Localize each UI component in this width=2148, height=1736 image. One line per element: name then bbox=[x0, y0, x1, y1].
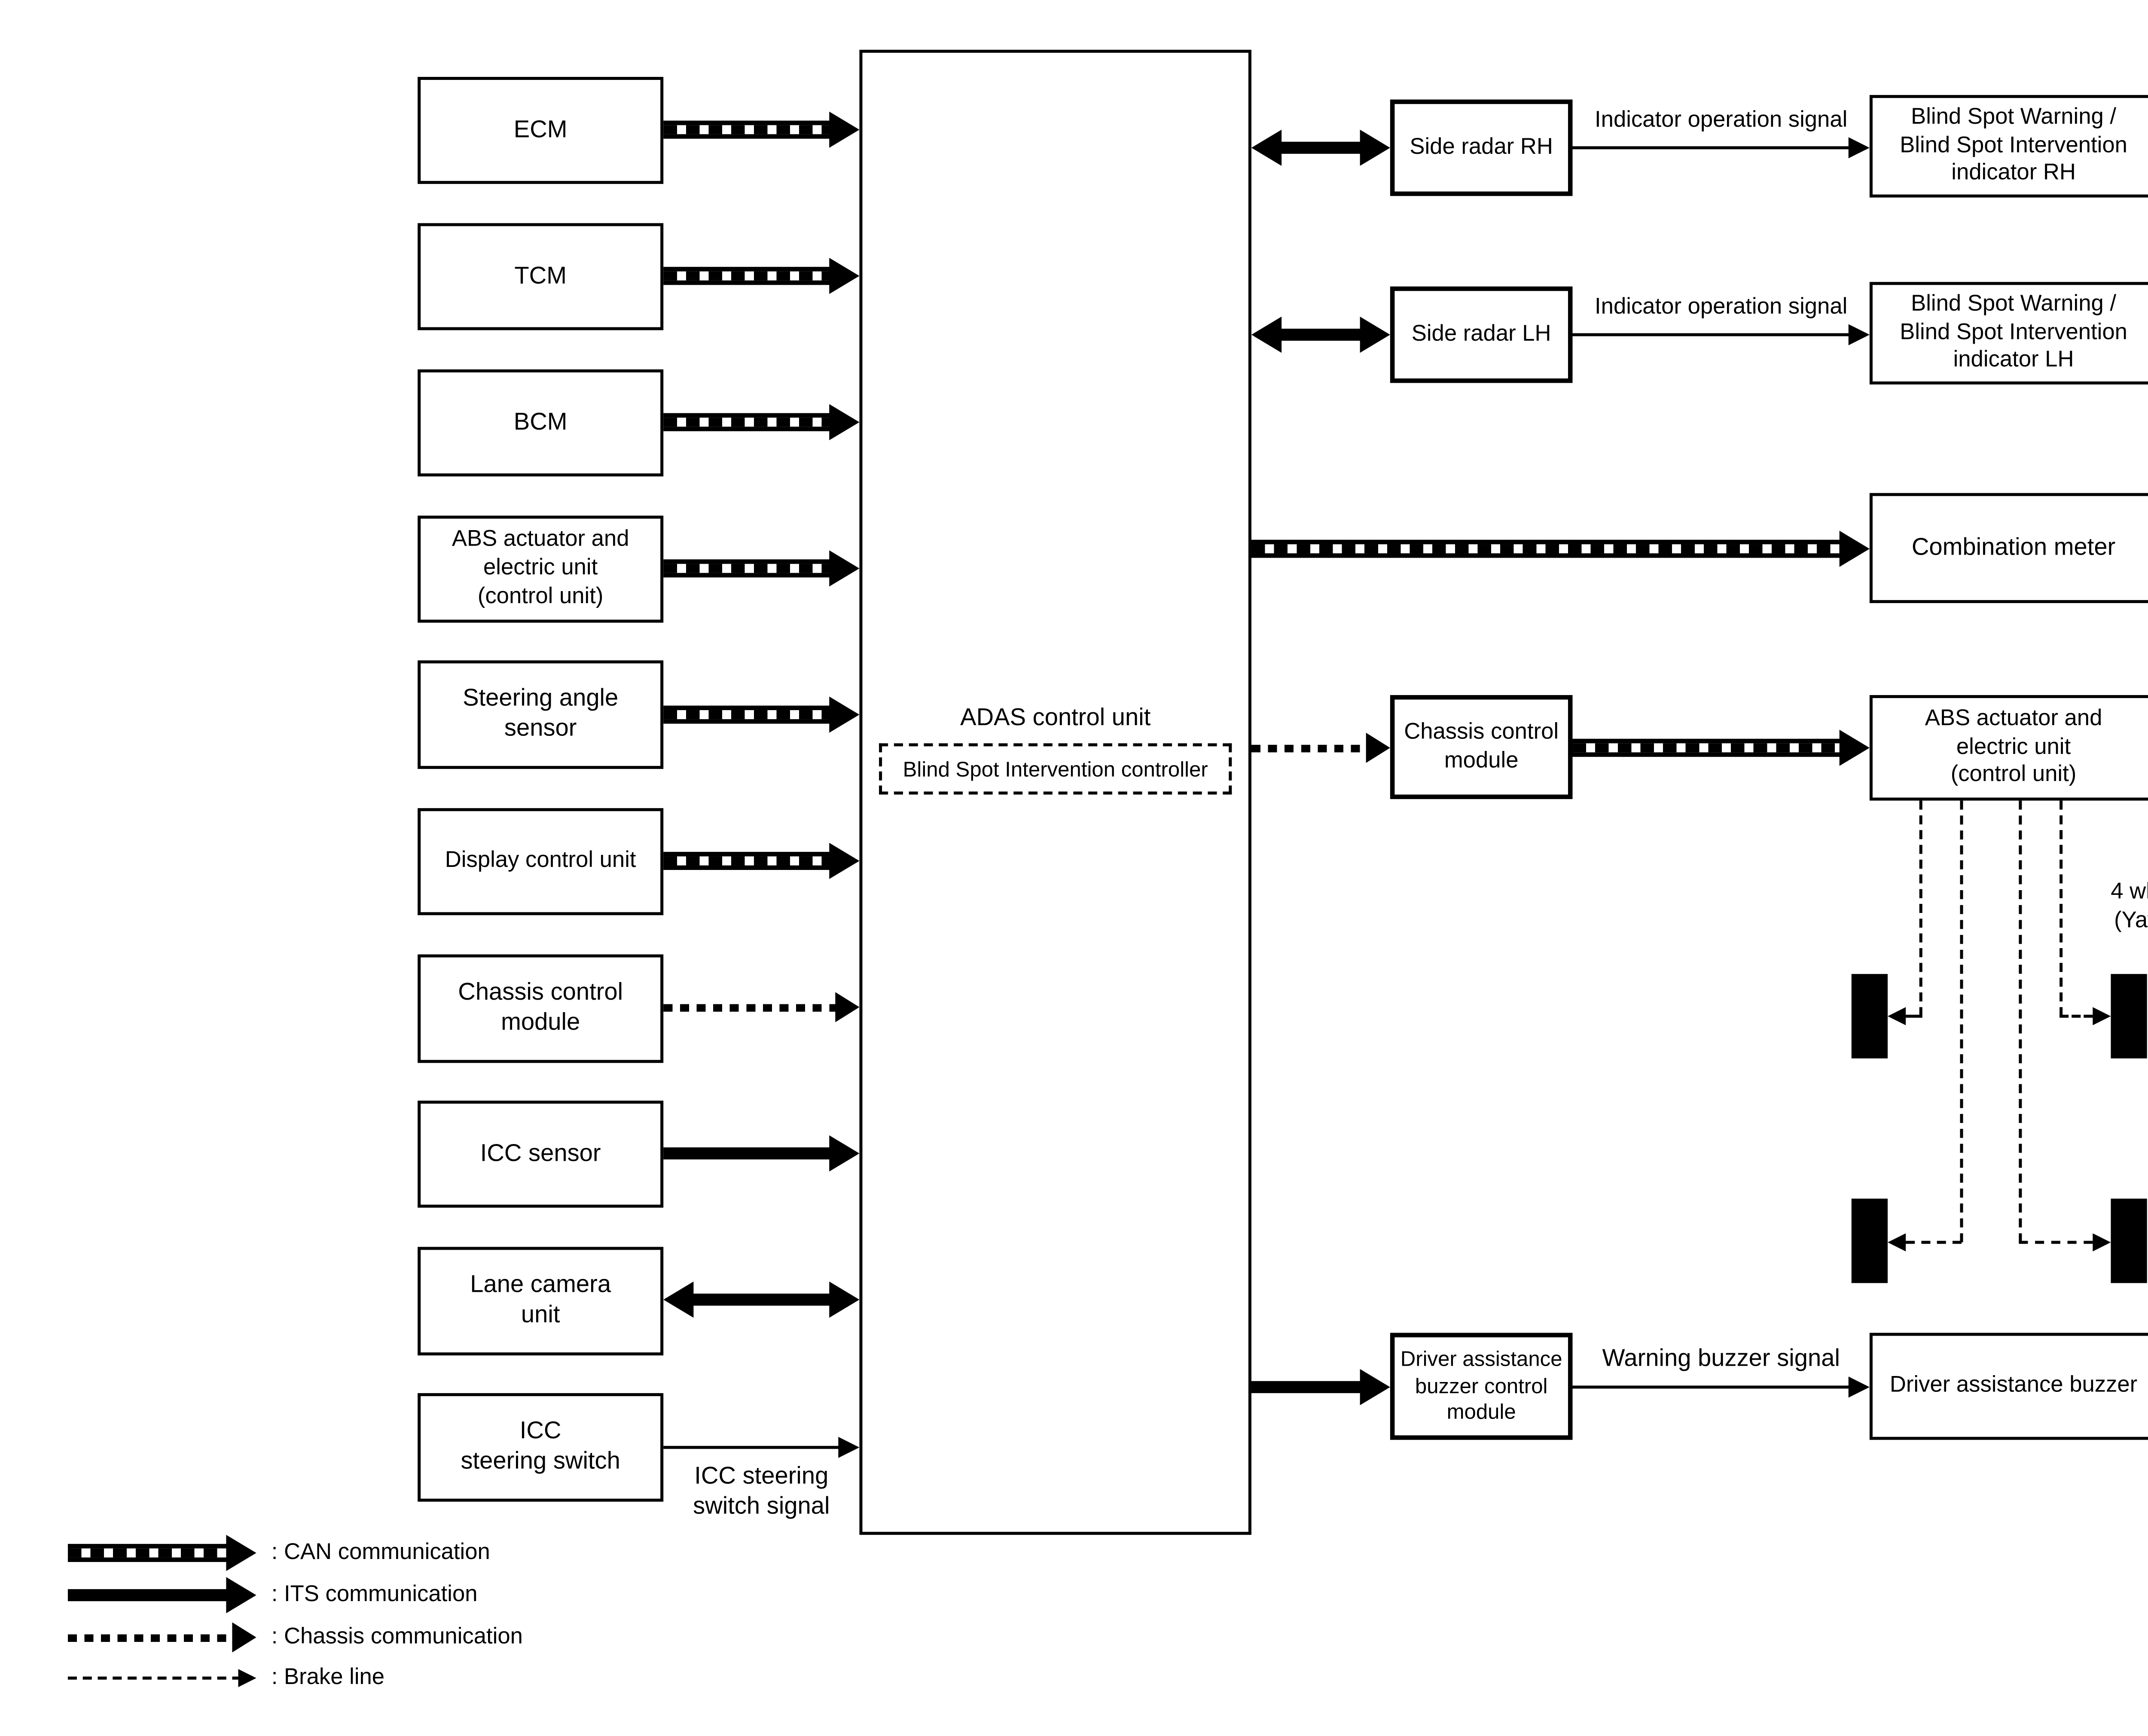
arrow-buzzer-module-to-buzzer-signal bbox=[1572, 1376, 1870, 1398]
wheel-front-left bbox=[1851, 974, 1888, 1059]
box-tcm: TCM bbox=[418, 223, 664, 330]
box-driver-assistance-buzzer-label: Driver assistance buzzer bbox=[1889, 1372, 2138, 1398]
box-abs-actuator-right: ABS actuator and electric unit (control … bbox=[1869, 695, 2148, 801]
brake-line-front-right-vertical bbox=[2060, 800, 2063, 1016]
label-indicator-operation-signal-rh: Indicator operation signal bbox=[1595, 107, 1848, 133]
arrow-adas-to-buzzer-module-its bbox=[1251, 1369, 1390, 1405]
arrow-ecm-to-adas-can bbox=[663, 111, 860, 148]
box-driver-assistance-buzzer-control-module-label: Driver assistance buzzer control module bbox=[1400, 1346, 1562, 1424]
box-blind-spot-indicator-lh-label: Blind Spot Warning / Blind Spot Interven… bbox=[1900, 290, 2127, 373]
box-side-radar-rh-label: Side radar RH bbox=[1410, 134, 1553, 159]
arrow-chassis-module-to-adas-chassis bbox=[663, 992, 860, 1022]
legend-brake-arrow bbox=[67, 1668, 256, 1689]
arrow-display-control-to-adas-can bbox=[663, 842, 860, 879]
arrow-steering-angle-to-adas-can bbox=[663, 696, 860, 733]
box-bcm: BCM bbox=[418, 369, 664, 477]
box-ecm: ECM bbox=[418, 76, 664, 184]
box-icc-steering-switch: ICC steering switch bbox=[418, 1393, 664, 1502]
brake-arrowhead-front-left bbox=[1888, 1007, 1906, 1025]
box-chassis-control-module-right: Chassis control module bbox=[1390, 695, 1573, 799]
box-tcm-label: TCM bbox=[514, 263, 567, 289]
box-icc-sensor-label: ICC sensor bbox=[480, 1141, 601, 1166]
label-icc-steering-switch-signal: ICC steering switch signal bbox=[693, 1464, 830, 1520]
legend-its-label: : ITS communication bbox=[271, 1581, 478, 1608]
legend-can-arrow bbox=[67, 1535, 256, 1571]
wheel-rear-left bbox=[1851, 1199, 1888, 1283]
brake-arrowhead-rear-left bbox=[1888, 1233, 1906, 1251]
wheel-front-right bbox=[2111, 974, 2147, 1059]
brake-line-rear-left-horizontal bbox=[1906, 1241, 1962, 1244]
brake-line-rear-right-vertical bbox=[2019, 800, 2022, 1242]
arrow-adas-side-radar-lh-its-bidirectional bbox=[1251, 317, 1390, 353]
box-steering-angle-sensor: Steering angle sensor bbox=[418, 660, 664, 769]
arrow-icc-switch-to-adas-signal bbox=[663, 1437, 860, 1458]
box-side-radar-lh-label: Side radar LH bbox=[1411, 320, 1551, 346]
box-icc-steering-switch-label: ICC steering switch bbox=[461, 1419, 620, 1475]
box-blind-spot-indicator-lh: Blind Spot Warning / Blind Spot Interven… bbox=[1869, 282, 2148, 384]
box-icc-sensor: ICC sensor bbox=[418, 1101, 664, 1208]
brake-arrowhead-rear-right bbox=[2093, 1233, 2111, 1251]
box-ecm-label: ECM bbox=[513, 116, 568, 143]
box-blind-spot-indicator-rh: Blind Spot Warning / Blind Spot Interven… bbox=[1869, 95, 2148, 198]
brake-line-rear-left-vertical bbox=[1960, 800, 1963, 1242]
arrow-adas-side-radar-rh-its-bidirectional bbox=[1251, 129, 1390, 166]
arrow-icc-sensor-to-adas-its bbox=[663, 1135, 860, 1172]
arrow-chassis-module-to-abs-can bbox=[1572, 729, 1870, 766]
box-driver-assistance-buzzer-control-module: Driver assistance buzzer control module bbox=[1390, 1333, 1573, 1440]
box-chassis-control-module-right-label: Chassis control module bbox=[1404, 719, 1559, 773]
blind-spot-intervention-controller-label: Blind Spot Intervention controller bbox=[903, 757, 1208, 781]
arrow-abs-to-adas-can bbox=[663, 550, 860, 587]
box-display-control-unit-label: Display control unit bbox=[445, 847, 636, 873]
label-indicator-operation-signal-lh: Indicator operation signal bbox=[1595, 294, 1848, 320]
legend-its-arrow bbox=[67, 1577, 256, 1614]
box-chassis-control-module-left: Chassis control module bbox=[418, 954, 664, 1063]
brake-arrowhead-front-right bbox=[2093, 1007, 2111, 1025]
legend-brake-label: : Brake line bbox=[271, 1664, 385, 1690]
box-steering-angle-sensor-label: Steering angle sensor bbox=[463, 686, 619, 742]
brake-line-front-left-vertical bbox=[1919, 800, 1922, 1016]
box-abs-actuator-left-label: ABS actuator and electric unit (control … bbox=[452, 527, 629, 609]
legend-can-label: : CAN communication bbox=[271, 1539, 490, 1565]
arrow-adas-to-chassis-module-chassis bbox=[1251, 732, 1390, 763]
box-blind-spot-intervention-controller: Blind Spot Intervention controller bbox=[879, 743, 1232, 795]
arrow-bcm-to-adas-can bbox=[663, 404, 860, 440]
adas-control-unit-title: ADAS control unit bbox=[960, 705, 1151, 732]
label-four-wheels-brake-control: 4 wheels brake control (Yaw moment contr… bbox=[2111, 879, 2148, 933]
box-bcm-label: BCM bbox=[513, 409, 568, 435]
box-lane-camera-unit: Lane camera unit bbox=[418, 1247, 664, 1356]
brake-line-front-left-horizontal bbox=[1906, 1014, 1922, 1018]
box-side-radar-rh: Side radar RH bbox=[1390, 99, 1573, 196]
wheel-rear-right bbox=[2111, 1199, 2147, 1283]
box-chassis-control-module-left-label: Chassis control module bbox=[458, 980, 623, 1036]
box-combination-meter: Combination meter bbox=[1869, 493, 2148, 603]
arrow-side-radar-rh-to-indicator-signal bbox=[1572, 137, 1870, 159]
arrow-side-radar-lh-to-indicator-signal bbox=[1572, 324, 1870, 345]
box-combination-meter-label: Combination meter bbox=[1911, 534, 2116, 560]
box-driver-assistance-buzzer: Driver assistance buzzer bbox=[1869, 1333, 2148, 1440]
arrow-tcm-to-adas-can bbox=[663, 258, 860, 294]
box-side-radar-lh: Side radar LH bbox=[1390, 286, 1573, 383]
brake-line-rear-right-horizontal bbox=[2019, 1241, 2093, 1244]
legend-chassis-arrow bbox=[67, 1622, 256, 1653]
box-lane-camera-unit-label: Lane camera unit bbox=[470, 1272, 611, 1328]
arrow-adas-to-combination-meter-can bbox=[1251, 531, 1870, 567]
legend-chassis-label: : Chassis communication bbox=[271, 1623, 523, 1650]
box-abs-actuator-left: ABS actuator and electric unit (control … bbox=[418, 516, 664, 623]
box-blind-spot-indicator-rh-label: Blind Spot Warning / Blind Spot Interven… bbox=[1900, 104, 2127, 186]
brake-line-front-right-horizontal bbox=[2060, 1014, 2093, 1018]
label-warning-buzzer-signal: Warning buzzer signal bbox=[1602, 1346, 1840, 1372]
box-abs-actuator-right-label: ABS actuator and electric unit (control … bbox=[1925, 705, 2102, 788]
arrow-lane-camera-adas-its-bidirectional bbox=[663, 1281, 860, 1318]
box-display-control-unit: Display control unit bbox=[418, 808, 664, 915]
